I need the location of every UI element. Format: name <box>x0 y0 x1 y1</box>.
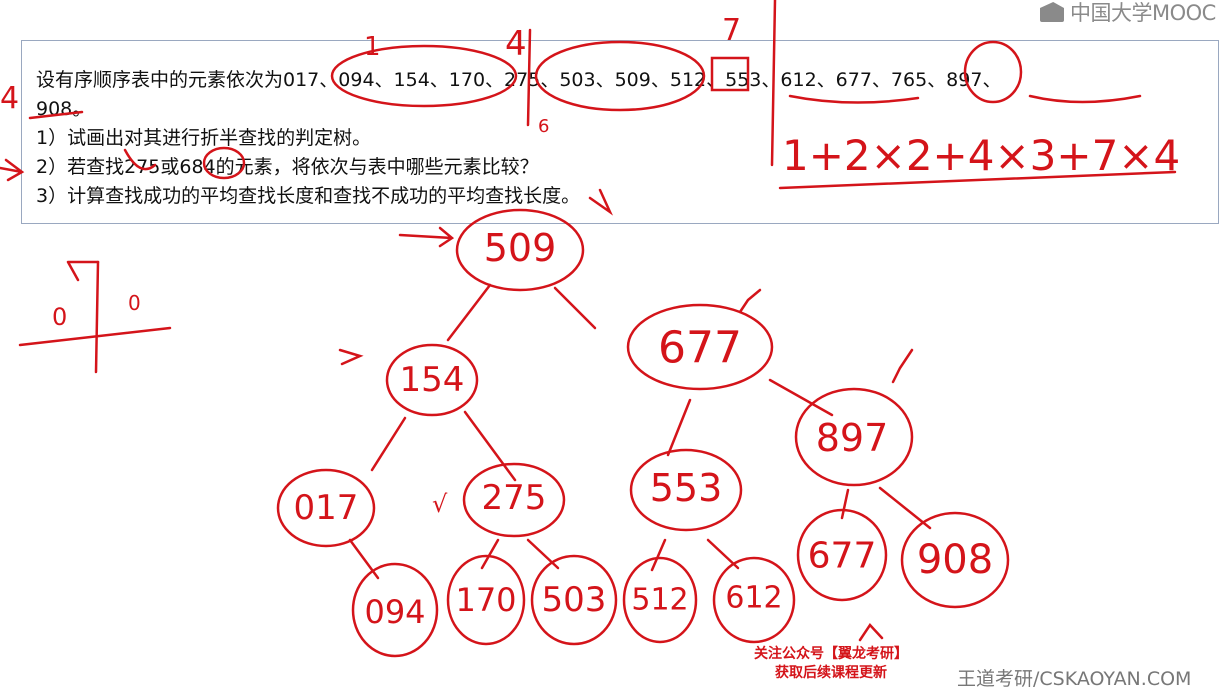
footer-line-2: 获取后续课程更新 <box>775 665 887 681</box>
edge-553-512 <box>650 538 667 572</box>
node-circle-170 <box>446 554 526 646</box>
circle-677 <box>963 40 1023 104</box>
question-item-1: 1）试画出对其进行折半查找的判定树。 <box>36 127 372 149</box>
edge-509-677 <box>553 286 597 330</box>
node-circle-154 <box>385 343 479 417</box>
question-box: 设有序顺序表中的元素依次为017、094、154、170、275、503、509… <box>21 40 1219 224</box>
edge-677-897 <box>768 378 834 417</box>
edge-275-170 <box>480 538 500 570</box>
annot-top-1: 1 <box>364 32 381 62</box>
group-ellipse-left <box>330 44 518 108</box>
node-label-017: 017 <box>294 488 359 528</box>
annot-top-4: 4 <box>505 24 527 64</box>
node-circle-908 <box>900 511 1010 609</box>
annot-top-7: 7 <box>722 13 741 48</box>
edge-677-553 <box>666 398 692 457</box>
annot-formula: 1+2×2+4×3+7×4 <box>782 131 1180 180</box>
node-label-765: 677 <box>808 536 877 577</box>
tree-node-circles <box>276 208 1010 658</box>
node-label-897: 897 <box>816 416 889 460</box>
node-label-553: 553 <box>650 466 723 510</box>
edge-509-154 <box>446 283 492 342</box>
annot-check-mark: √ <box>432 490 448 518</box>
node-circle-017 <box>276 468 376 548</box>
node-label-612: 612 <box>725 581 782 616</box>
divider-mark-1 <box>526 28 532 127</box>
pointer-arrow-897 <box>891 348 914 384</box>
box-509 <box>710 56 750 92</box>
node-label-170: 170 <box>455 581 516 619</box>
annot-top-6: 6 <box>538 116 549 137</box>
node-circle-512 <box>622 556 698 644</box>
question-item-3: 3）计算查找成功的平均查找长度和查找不成功的平均查找长度。 <box>36 185 581 207</box>
site-watermark: 王道考研/CSKAOYAN.COM <box>957 668 1192 690</box>
edge-154-275 <box>463 410 517 482</box>
node-circle-612 <box>712 556 796 644</box>
mooc-logo-text: 中国大学MOOC <box>1070 1 1216 25</box>
node-circle-897 <box>794 387 914 487</box>
divider-mark-2 <box>770 0 777 167</box>
mooc-logo-icon <box>1040 2 1064 22</box>
axis-horizontal <box>18 326 172 347</box>
node-circle-275 <box>462 462 566 538</box>
edge-897-765 <box>840 488 850 520</box>
node-circle-094 <box>351 562 439 658</box>
node-circle-509 <box>455 208 585 292</box>
footer-line-1: 关注公众号【翼龙考研】 <box>754 646 908 662</box>
edge-154-017 <box>370 416 407 472</box>
node-label-094: 094 <box>364 593 425 631</box>
pointer-arrow-bottom <box>858 622 884 642</box>
mooc-logo: 中国大学MOOC <box>1040 0 1216 25</box>
pointer-arrow-root <box>398 226 455 248</box>
underline-right-2 <box>1028 94 1142 104</box>
node-label-503: 503 <box>542 580 607 620</box>
node-circle-503 <box>530 554 618 646</box>
footer-promo: 关注公众号【翼龙考研】 获取后续课程更新 <box>754 645 908 683</box>
edge-897-908 <box>878 486 932 530</box>
axis-arrow <box>66 260 100 282</box>
edge-017-094 <box>348 538 380 580</box>
node-label-509: 509 <box>484 226 557 270</box>
node-circle-553 <box>629 448 743 532</box>
node-label-512: 512 <box>631 583 688 618</box>
question-item-2: 2）若查找275或684的元素，将依次与表中哪些元素比较？ <box>36 156 539 178</box>
axis-zero-right: 0 <box>128 291 141 315</box>
node-circle-677 <box>626 303 774 391</box>
axis-zero-left: 0 <box>52 303 67 331</box>
underline-right-1 <box>788 94 920 104</box>
tick-275 <box>123 148 157 171</box>
node-circle-765 <box>796 508 888 602</box>
circle-684 <box>202 146 246 180</box>
left-arrow-2 <box>0 158 25 182</box>
node-label-275: 275 <box>482 478 547 518</box>
left-underline <box>28 110 84 120</box>
edge-275-503 <box>526 538 560 570</box>
pointer-arrow-154 <box>338 348 364 366</box>
pointer-arrow-root-right <box>588 188 614 216</box>
node-label-154: 154 <box>400 360 465 400</box>
node-label-677: 677 <box>658 323 742 374</box>
group-ellipse-right <box>534 40 706 112</box>
annot-left-4: 4 <box>0 81 19 116</box>
formula-underline <box>778 170 1177 190</box>
question-intro: 设有序顺序表中的元素依次为017、094、154、170、275、503、509… <box>36 69 1002 91</box>
pointer-arrow-677 <box>738 288 762 314</box>
axis-vertical <box>94 260 100 374</box>
node-label-908: 908 <box>917 537 993 583</box>
